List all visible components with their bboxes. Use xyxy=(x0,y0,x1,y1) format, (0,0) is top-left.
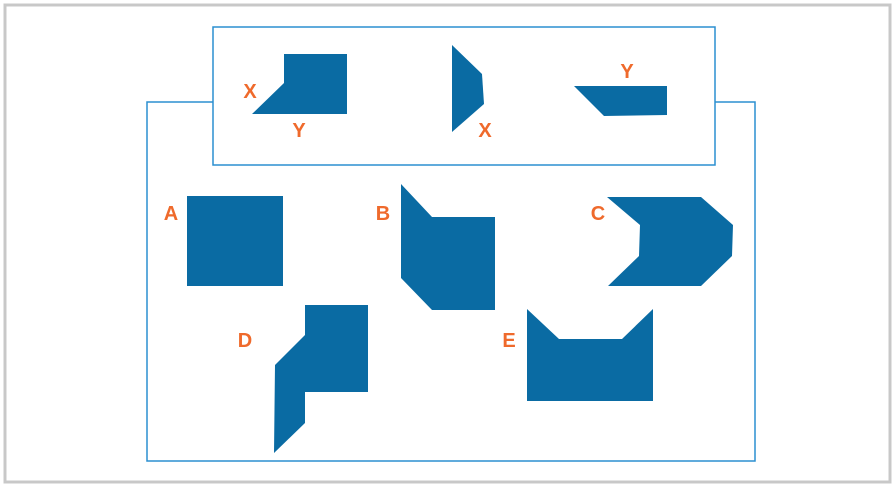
piece-1: X Y xyxy=(243,54,347,142)
option-e: E xyxy=(502,309,653,401)
piece-2-shape xyxy=(452,45,484,132)
option-a-label: A xyxy=(164,203,178,225)
option-e-label: E xyxy=(502,330,515,352)
piece-2: X xyxy=(452,45,492,142)
option-e-shape xyxy=(527,309,653,401)
piece-3-shape xyxy=(574,86,667,116)
piece-2-label-x: X xyxy=(478,120,492,142)
piece-3: Y xyxy=(574,61,667,116)
piece-1-shape xyxy=(252,54,347,114)
option-b-shape xyxy=(401,184,495,310)
option-a: A xyxy=(164,196,283,286)
option-c-shape xyxy=(607,197,733,286)
option-d-label: D xyxy=(238,330,252,352)
option-d-shape xyxy=(274,305,368,453)
option-d: D xyxy=(238,305,368,453)
outer-border xyxy=(3,3,892,484)
option-b: B xyxy=(376,184,495,310)
piece-3-label-y: Y xyxy=(620,61,634,83)
option-c-label: C xyxy=(591,203,605,225)
option-b-label: B xyxy=(376,203,390,225)
option-a-shape xyxy=(187,196,283,286)
option-c: C xyxy=(591,197,733,286)
piece-1-label-x: X xyxy=(243,81,257,103)
piece-1-label-y: Y xyxy=(292,120,306,142)
